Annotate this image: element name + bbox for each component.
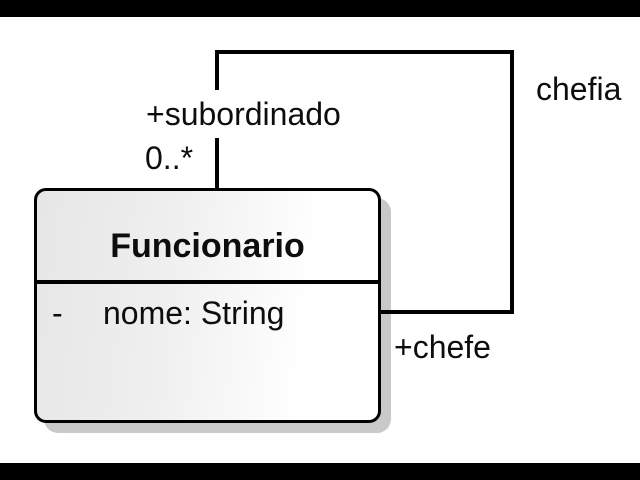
role-label-chefe: +chefe bbox=[394, 329, 491, 365]
letterbox-top-bar bbox=[0, 0, 640, 17]
association-line-top-segment bbox=[215, 50, 514, 54]
class-box-funcionario: Funcionario - nome: String bbox=[34, 188, 381, 423]
association-line-right-segment bbox=[510, 50, 514, 314]
association-name-label: chefia bbox=[536, 71, 622, 107]
class-name: Funcionario bbox=[110, 227, 305, 265]
letterbox-bottom-bar bbox=[0, 463, 640, 480]
attribute-visibility: - bbox=[52, 295, 63, 331]
compartment-separator bbox=[35, 280, 380, 284]
attribute-signature: nome: String bbox=[103, 295, 285, 331]
association-line-chefe-segment bbox=[378, 310, 514, 314]
multiplicity-label-subordinado: 0..* bbox=[145, 140, 194, 176]
role-label-subordinado: +subordinado bbox=[144, 90, 345, 138]
